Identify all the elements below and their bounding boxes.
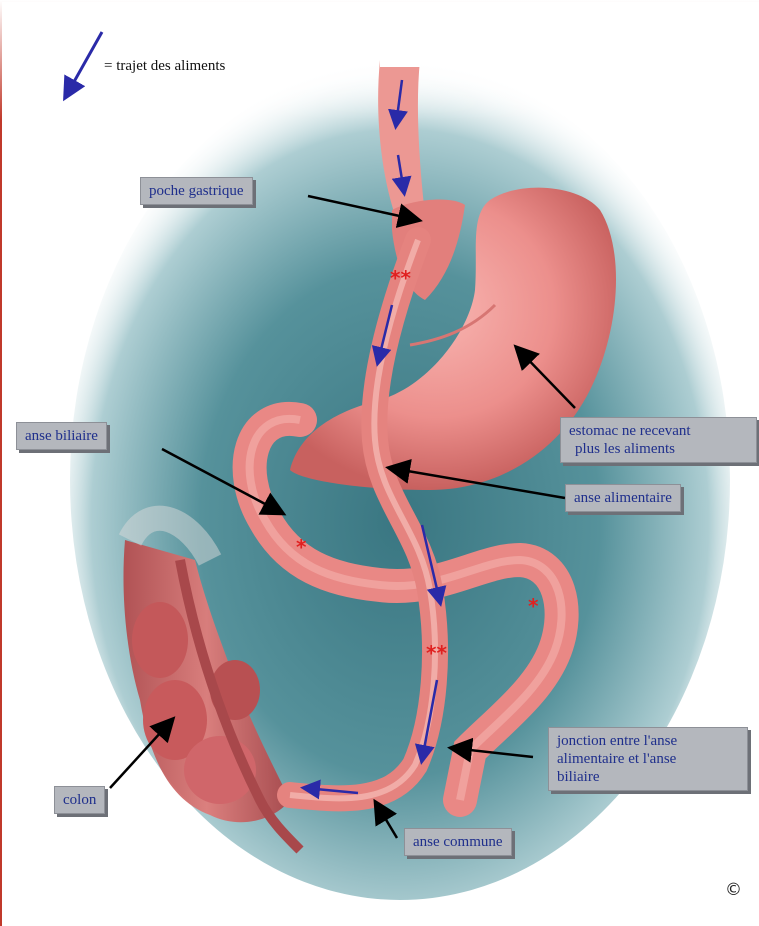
label-jonction: jonction entre l'anse alimentaire et l'a… <box>548 727 748 791</box>
label-poche-gastrique: poche gastrique <box>140 177 253 205</box>
double-star-marker: ** <box>390 268 411 288</box>
copyright-symbol: © <box>725 880 742 900</box>
label-text: alimentaire et l'anse <box>557 750 739 768</box>
label-text: colon <box>63 792 96 808</box>
double-star-marker: ** <box>426 643 447 663</box>
label-estomac: estomac ne recevant plus les aliments <box>560 417 757 463</box>
label-text: anse commune <box>413 834 503 850</box>
label-text: anse alimentaire <box>574 490 672 506</box>
label-text: estomac ne recevant <box>569 422 748 440</box>
label-anse-biliaire: anse biliaire <box>16 422 107 450</box>
label-text: anse biliaire <box>25 428 98 444</box>
single-star-marker: * <box>528 596 538 616</box>
legend-text: = trajet des aliments <box>104 58 225 75</box>
label-anse-alimentaire: anse alimentaire <box>565 484 681 512</box>
label-text: jonction entre l'anse <box>557 732 739 750</box>
single-star-marker: * <box>296 537 306 557</box>
label-text: biliaire <box>557 768 739 786</box>
label-text: plus les aliments <box>569 440 748 458</box>
label-colon: colon <box>54 786 105 814</box>
label-text: poche gastrique <box>149 183 244 199</box>
label-anse-commune: anse commune <box>404 828 512 856</box>
